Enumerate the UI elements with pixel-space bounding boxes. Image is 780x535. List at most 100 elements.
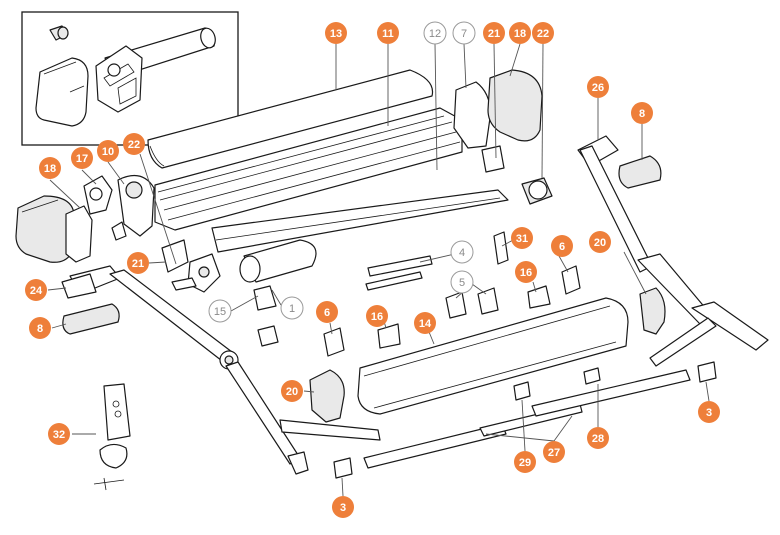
callout-number: 6: [324, 307, 330, 319]
left-lower-end: [309, 369, 345, 423]
callout-circle: [631, 102, 653, 124]
callout-circle: [450, 240, 474, 264]
inset-bracket: [95, 45, 143, 113]
remote-control: [93, 383, 131, 491]
callout-number: 18: [44, 163, 56, 175]
callout-c11: 11: [377, 22, 399, 44]
callout-circle: [29, 317, 51, 339]
callout-number: 22: [128, 139, 140, 151]
callout-c3b: 3: [332, 496, 354, 518]
callout-c8a: 8: [631, 102, 653, 124]
callout-number: 16: [520, 267, 532, 279]
callout-number: 24: [30, 285, 43, 297]
callout-circle: [423, 21, 447, 45]
callout-c31: 31: [511, 227, 533, 249]
callout-c28: 28: [587, 427, 609, 449]
motor-head: [83, 175, 127, 241]
gear-plate: [117, 174, 155, 237]
callout-circle: [366, 305, 388, 327]
callout-c18a: 18: [509, 22, 531, 44]
callout-c15: 15: [208, 299, 232, 323]
callout-c21b: 21: [127, 252, 149, 274]
callout-circle: [543, 441, 565, 463]
callout-c32: 32: [48, 423, 70, 445]
clip-15: [253, 285, 279, 347]
callout-number: 16: [371, 311, 383, 323]
callout-circle: [551, 235, 573, 257]
callout-number: 7: [461, 28, 467, 40]
clip-16-left: [377, 323, 401, 349]
callout-number: 31: [516, 233, 528, 245]
callout-number: 8: [639, 108, 645, 120]
callout-c8b: 8: [29, 317, 51, 339]
callout-number: 21: [488, 28, 500, 40]
callout-circle: [515, 261, 537, 283]
clips-5: [445, 287, 499, 319]
drive-bracket: [161, 239, 221, 293]
callout-number: 10: [102, 146, 114, 158]
callout-c20b: 20: [281, 380, 303, 402]
callout-number: 11: [382, 28, 394, 40]
callout-number: 6: [559, 241, 565, 253]
callout-number: 13: [330, 28, 342, 40]
detail-inset: [21, 11, 239, 146]
callout-c4: 4: [450, 240, 474, 264]
callout-c13: 13: [325, 22, 347, 44]
callout-c29: 29: [514, 451, 536, 473]
callout-number: 14: [419, 318, 432, 330]
callout-number: 17: [76, 153, 88, 165]
callout-number: 20: [594, 237, 606, 249]
callout-number: 26: [592, 82, 604, 94]
callout-c7: 7: [452, 21, 476, 45]
callout-c16b: 16: [366, 305, 388, 327]
callout-c16a: 16: [515, 261, 537, 283]
left-end-cap: [15, 195, 75, 263]
right-side-plate: [453, 81, 505, 173]
callout-number: 20: [286, 386, 298, 398]
callout-circle: [71, 147, 93, 169]
callout-c14: 14: [414, 312, 436, 334]
callout-number: 28: [592, 433, 604, 445]
callout-number: 22: [537, 28, 549, 40]
callout-circle: [316, 301, 338, 323]
callout-number: 1: [289, 303, 295, 315]
callout-circle: [208, 299, 232, 323]
right-end-20: [639, 287, 666, 335]
callout-circle: [25, 279, 47, 301]
callout-circle: [332, 496, 354, 518]
callout-number: 29: [519, 457, 531, 469]
inset-knob: [49, 25, 69, 41]
callout-circle: [414, 312, 436, 334]
callout-number: 5: [459, 277, 465, 289]
roller-tube: [239, 239, 317, 283]
callout-c22b: 22: [123, 133, 145, 155]
callout-circle: [325, 22, 347, 44]
bottom-panel: [211, 189, 509, 253]
callout-c12: 12: [423, 21, 447, 45]
clip-16-right: [527, 285, 551, 309]
clip-6-right: [561, 265, 581, 295]
callout-number: 15: [214, 306, 226, 318]
callout-c26: 26: [587, 76, 609, 98]
callout-circle: [532, 22, 554, 44]
callout-circle: [123, 133, 145, 155]
callout-c27: 27: [543, 441, 565, 463]
callout-c18b: 18: [39, 157, 61, 179]
callout-c22a: 22: [532, 22, 554, 44]
callout-circle: [698, 401, 720, 423]
callout-circle: [127, 252, 149, 274]
connector-29: [513, 381, 531, 401]
callout-number: 3: [340, 502, 346, 514]
callout-c17: 17: [71, 147, 93, 169]
callout-circle: [511, 227, 533, 249]
callout-circle: [587, 76, 609, 98]
callout-number: 12: [429, 28, 441, 40]
callout-number: 18: [514, 28, 526, 40]
callout-circle: [587, 427, 609, 449]
callout-c6b: 6: [316, 301, 338, 323]
left-arm-cap-8: [62, 303, 120, 335]
callout-circle: [509, 22, 531, 44]
callout-circle: [514, 451, 536, 473]
